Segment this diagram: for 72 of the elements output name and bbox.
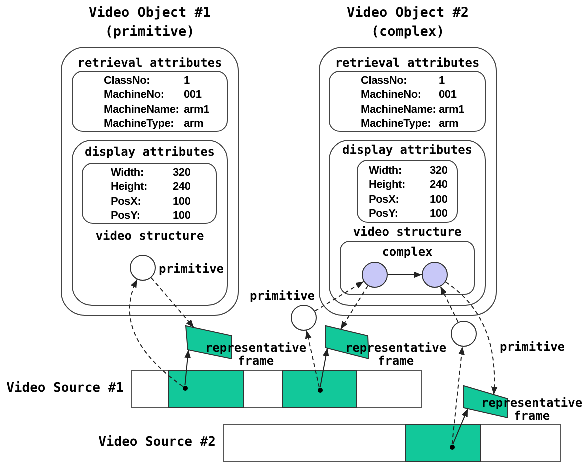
circle-label: primitive	[500, 340, 566, 354]
attribute-value: 320	[173, 166, 191, 180]
attribute-value: 1	[184, 74, 190, 88]
dot-icon	[318, 388, 322, 392]
attribute-name: MachineNo:	[104, 88, 164, 102]
object-title: Video Object #1	[89, 5, 211, 22]
section-box	[72, 140, 228, 306]
dashed-arrow	[150, 277, 195, 328]
attribute-name: PosX:	[111, 194, 142, 209]
attribute-value: arm	[184, 117, 204, 132]
dashed-arrow	[314, 281, 364, 312]
attribute-value: 100	[430, 207, 448, 222]
section-heading: display attributes	[342, 143, 473, 157]
arrow	[452, 408, 468, 446]
circle-label: primitive	[159, 262, 224, 276]
attribute-name: Width:	[111, 166, 144, 180]
dashed-arrow	[340, 286, 369, 330]
dashed-arrow	[452, 346, 465, 445]
section-heading: video structure	[353, 225, 462, 239]
attribute-box	[357, 160, 458, 223]
attribute-name: ClassNo:	[361, 74, 408, 88]
attribute-name: ClassNo:	[104, 74, 150, 88]
attribute-name: PosY:	[369, 207, 398, 222]
frame-segment	[282, 370, 357, 408]
section-heading: display attributes	[84, 145, 216, 159]
attribute-name: Height:	[369, 178, 406, 192]
attribute-value: 1	[439, 74, 445, 88]
attribute-box	[82, 163, 217, 224]
source-label: Video Source #1	[6, 381, 124, 397]
attribute-name: Width:	[369, 164, 402, 178]
attribute-name: MachineType:	[104, 117, 174, 132]
attribute-value: 240	[173, 180, 191, 194]
structure-circle	[362, 262, 388, 288]
attribute-name: MachineNo:	[361, 88, 422, 102]
dot-icon	[450, 444, 454, 450]
object-subtitle: (primitive)	[105, 24, 195, 41]
arrow	[388, 272, 422, 278]
attribute-value: 100	[173, 194, 191, 209]
dashed-arrow	[440, 286, 459, 323]
structure-heading: complex	[382, 245, 433, 259]
attribute-value: 100	[430, 192, 448, 207]
section-heading: retrieval attributes	[335, 56, 480, 70]
attribute-name: MachineName:	[104, 102, 180, 117]
circle-label: primitive	[250, 289, 316, 303]
source-label: Video Source #2	[98, 435, 216, 451]
structure-circle	[422, 262, 448, 288]
section-heading: retrieval attributes	[78, 56, 222, 70]
attribute-name: PosY:	[111, 209, 140, 224]
section-box	[329, 140, 486, 306]
attribute-value: arm	[439, 117, 459, 132]
attribute-name: PosX:	[369, 192, 400, 207]
attribute-value: 001	[439, 88, 457, 102]
object-title: Video Object #2	[347, 5, 469, 22]
dashed-arrow	[305, 330, 320, 388]
dot-icon	[182, 386, 188, 390]
attribute-value: 320	[430, 164, 448, 178]
frame-segment	[168, 370, 244, 408]
attribute-name: MachineName:	[361, 102, 436, 117]
attribute-value: 100	[173, 209, 191, 224]
structure-box	[340, 241, 475, 295]
attribute-value: arm1	[184, 102, 210, 117]
attribute-name: Height:	[111, 180, 148, 194]
attribute-name: MachineType:	[361, 117, 432, 132]
attribute-value: arm1	[439, 102, 464, 117]
section-heading: video structure	[96, 229, 204, 243]
frame-segment	[405, 424, 481, 462]
arrow	[184, 350, 192, 386]
attribute-value: 001	[184, 88, 202, 102]
object-subtitle: (complex)	[371, 24, 445, 41]
dashed-arrow	[129, 279, 184, 388]
arrow	[320, 348, 330, 388]
attribute-value: 240	[430, 178, 448, 192]
